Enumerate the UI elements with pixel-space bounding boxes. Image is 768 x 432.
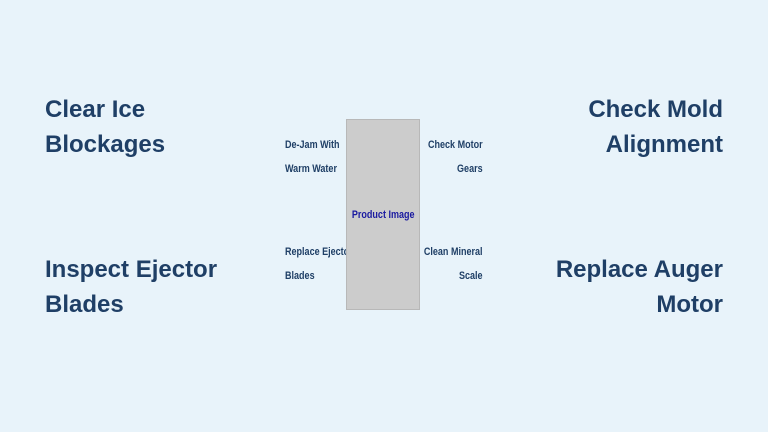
callout-clear-ice-blockages: Clear Ice Blockages: [45, 92, 165, 162]
label-line: Clean Mineral: [424, 246, 483, 258]
product-image-label: Product Image: [351, 208, 415, 221]
callout-replace-auger-motor: Replace Auger Motor: [556, 252, 723, 322]
callout-line: Inspect Ejector: [45, 256, 218, 283]
callout-line: Clear Ice: [45, 96, 146, 123]
label-line: Replace Ejector: [285, 246, 353, 258]
label-de-jam-warm-water: De-Jam With Warm Water: [285, 133, 340, 181]
label-clean-mineral-scale: Clean Mineral Scale: [424, 240, 483, 288]
callout-inspect-ejector-blades: Inspect Ejector Blades: [45, 252, 217, 322]
label-line: Scale: [459, 270, 483, 282]
callout-line: Blockages: [45, 131, 166, 158]
label-line: Check Motor: [428, 139, 483, 151]
callout-line: Replace Auger: [555, 256, 723, 283]
product-image-placeholder: Product Image: [346, 119, 420, 310]
label-line: De-Jam With: [285, 139, 340, 151]
callout-check-mold-alignment: Check Mold Alignment: [588, 92, 723, 162]
label-line: Warm Water: [285, 163, 337, 175]
label-line: Gears: [457, 163, 483, 175]
callout-line: Motor: [656, 291, 723, 318]
label-replace-ejector-blades: Replace Ejector Blades: [285, 240, 353, 288]
callout-line: Alignment: [605, 131, 723, 158]
callout-line: Blades: [45, 291, 124, 318]
label-line: Blades: [285, 270, 315, 282]
callout-line: Check Mold: [588, 96, 723, 123]
label-check-motor-gears: Check Motor Gears: [428, 133, 483, 181]
